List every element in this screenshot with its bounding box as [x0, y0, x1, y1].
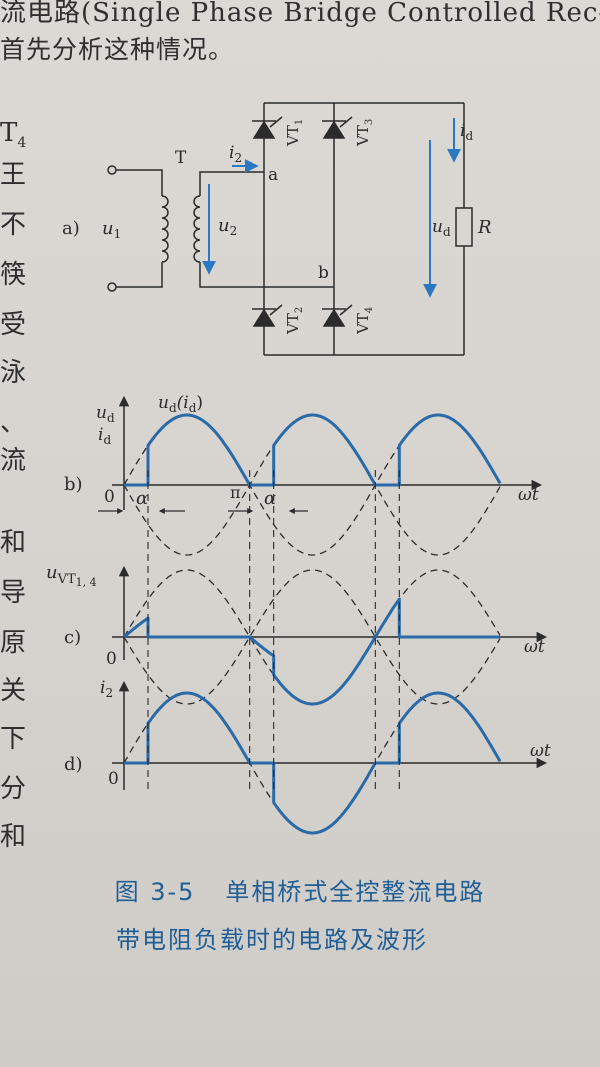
panel-label-a: a) — [62, 218, 80, 239]
page-text-line-2: 首先分析这种情况。 — [0, 35, 235, 64]
vt2-label: VT2 — [284, 307, 305, 335]
terminal-top — [107, 165, 117, 175]
vt4-label: VT4 — [354, 307, 375, 335]
left-margin-char: 分 — [0, 776, 34, 802]
secondary-coil — [193, 195, 201, 263]
figure-caption-line-2: 带电阻负载时的电路及波形 — [116, 926, 428, 954]
left-margin-char-text: 和 — [0, 528, 27, 558]
primary-lead-top — [116, 169, 163, 196]
left-margin-char-text: 不 — [0, 210, 27, 240]
b-origin: 0 — [104, 487, 115, 507]
id-label: id — [460, 121, 473, 143]
left-margin-char-text: T — [0, 118, 18, 148]
left-margin-char-text: 下 — [0, 724, 27, 754]
left-margin-char: 和 — [0, 824, 34, 850]
thyristor-vt2 — [252, 304, 283, 327]
terminal-bottom — [107, 282, 117, 292]
resistor-label: R — [477, 217, 492, 238]
left-margin-char-text: 关 — [0, 676, 27, 706]
left-margin-char-text: 受 — [0, 310, 27, 340]
b-alpha-2: α — [264, 488, 276, 509]
c-origin: 0 — [106, 649, 117, 669]
d-x-label: ωt — [530, 741, 551, 761]
b-alpha-1: α — [136, 488, 148, 509]
ud-label: ud — [432, 217, 451, 239]
vt1-label: VT1 — [284, 119, 305, 147]
primary-lead-bottom — [116, 262, 163, 288]
b-x-label: ωt — [518, 485, 539, 505]
d-origin: 0 — [108, 769, 119, 789]
left-margin-char-text: 分 — [0, 774, 27, 804]
b-ylabel-id: id — [98, 425, 111, 447]
left-margin-char-text: 和 — [0, 822, 27, 852]
d-i2-waveform — [124, 691, 502, 835]
left-margin-char: T4 — [0, 120, 34, 156]
figure-caption-line-1: 图 3-5 单相桥式全控整流电路 — [0, 872, 600, 907]
waveform-layer — [123, 413, 502, 835]
thyristor-vt1 — [252, 116, 283, 139]
left-margin-char-text: 导 — [0, 578, 27, 608]
left-margin-char: 关 — [0, 678, 34, 704]
thyristor-vt4 — [322, 304, 353, 327]
node-a-label: a — [268, 165, 278, 185]
resistor-r — [455, 207, 473, 247]
c-dashed-source — [123, 569, 501, 705]
c-uvt-waveform — [123, 597, 500, 706]
b-ylabel-ud: ud — [96, 403, 115, 425]
node-b-label: b — [318, 263, 329, 283]
b-ud-waveform — [124, 413, 502, 487]
left-margin-char: 王 — [0, 162, 34, 188]
i2-label: i2 — [229, 143, 242, 165]
secondary-lead-bottom — [199, 262, 334, 288]
secondary-lead-top — [199, 171, 264, 196]
transformer-label: T — [175, 148, 187, 168]
figure-title-1: 单相桥式全控整流电路 — [225, 878, 486, 906]
panel-label-b: b) — [64, 474, 83, 495]
left-margin-char: 、 — [0, 410, 34, 436]
c-x-label: ωt — [524, 637, 545, 657]
primary-coil — [161, 195, 169, 263]
left-margin-char: 和 — [0, 530, 34, 556]
left-margin-char: 导 — [0, 580, 34, 606]
left-margin-char: 筷 — [0, 262, 34, 288]
left-margin-char: 受 — [0, 312, 34, 338]
b-curve-label: ud(id) — [158, 393, 203, 415]
left-margin-char-text: 泳 — [0, 358, 27, 388]
left-margin-char: 原 — [0, 630, 34, 656]
thyristor-vt3 — [322, 116, 353, 139]
left-margin-char: 流 — [0, 448, 34, 474]
panel-label-c: c) — [64, 627, 81, 648]
c-dashed-source-inverted — [123, 569, 501, 705]
vt3-label: VT3 — [354, 119, 375, 147]
page-text-line-1: 流电路(Single Phase Bridge Controlled Rec- — [0, 0, 600, 28]
u1-label: u1 — [102, 218, 121, 241]
d-ylabel: i2 — [100, 678, 113, 700]
left-margin-char-text: 筷 — [0, 260, 27, 290]
left-margin-char: 泳 — [0, 360, 34, 386]
figure-number: 图 3-5 — [114, 878, 196, 906]
left-margin-char-text: 原 — [0, 628, 27, 658]
left-margin-char-text: 流 — [0, 446, 27, 476]
left-margin-char: 不 — [0, 212, 34, 238]
left-margin-char-sub: 4 — [17, 135, 27, 152]
b-pi: π — [230, 483, 241, 502]
left-margin-char: 下 — [0, 726, 34, 752]
u2-label: u2 — [218, 215, 237, 238]
panel-label-d: d) — [64, 754, 83, 775]
left-margin-char-text: 王 — [0, 160, 27, 190]
c-ylabel: uVT1, 4 — [46, 562, 97, 589]
left-margin-char-text: 、 — [0, 408, 27, 438]
